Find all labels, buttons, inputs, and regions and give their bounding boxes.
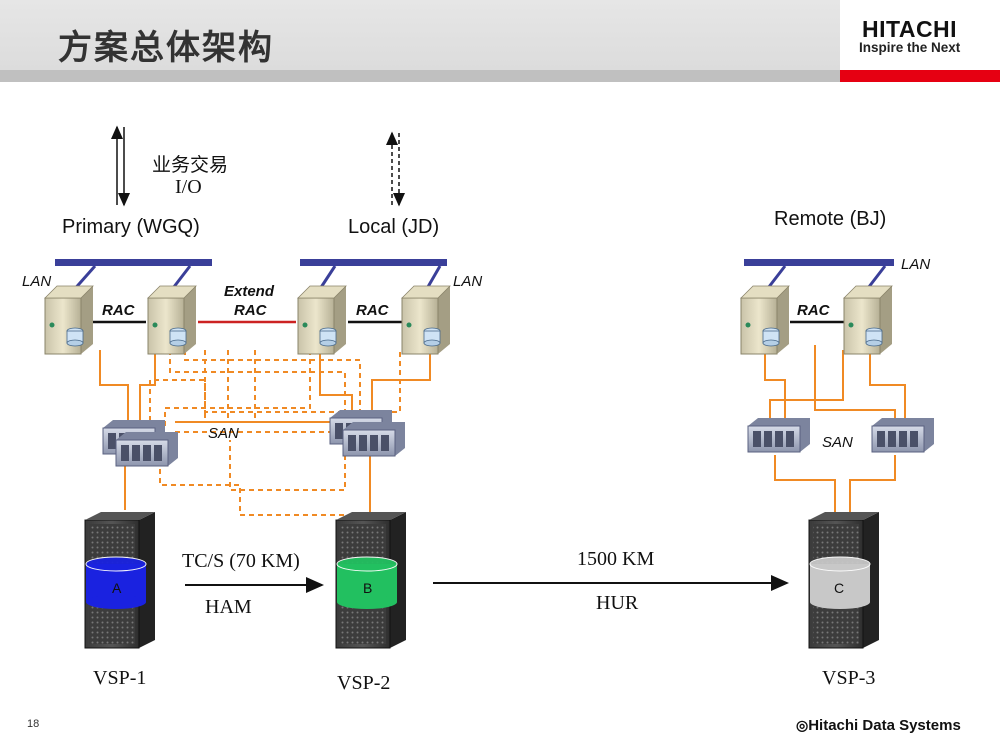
vsp2-label: VSP-2: [337, 672, 391, 694]
site-primary-label: Primary (WGQ): [62, 216, 200, 238]
logo-tagline: Inspire the Next: [859, 40, 961, 55]
server-primary-1: [44, 285, 94, 355]
extend-rac-label-1: Extend: [224, 283, 275, 300]
server-remote-2: [843, 285, 893, 355]
lan-bus-remote: [744, 259, 894, 266]
page-number: 18: [27, 718, 40, 730]
site-local-label: Local (JD): [348, 216, 440, 238]
hitachi-logo: HITACHI: [862, 16, 958, 42]
extend-rac-label-2: RAC: [234, 302, 267, 319]
volume-c-label: C: [834, 580, 845, 596]
distance-remote-label: 1500 KM: [577, 548, 655, 570]
header-red-stripe: [840, 70, 1000, 82]
server-local-1: [297, 285, 347, 355]
footer-brand-text: Hitachi Data Systems: [808, 717, 961, 734]
server-remote-1: [740, 285, 790, 355]
san-label-remote: SAN: [822, 434, 853, 451]
san-label-primary: SAN: [208, 425, 239, 442]
header-bar: [0, 0, 1000, 70]
san-cabling: [99, 345, 906, 516]
storage-vsp3: [808, 512, 879, 649]
ham-label: HAM: [205, 596, 252, 618]
hur-label: HUR: [596, 592, 639, 614]
storage-vsp2: [335, 512, 406, 649]
site-remote-label: Remote (BJ): [774, 208, 887, 230]
san-switch-primary: [102, 420, 178, 467]
page-title: 方案总体架构: [58, 28, 274, 68]
storage-vsp1: [84, 512, 155, 649]
lan-bus-primary: [55, 259, 212, 266]
san-switch-remote-1: [747, 418, 810, 453]
tcs-label: TC/S (70 KM): [182, 550, 300, 572]
vsp3-label: VSP-3: [822, 667, 876, 689]
volume-a-label: A: [112, 580, 122, 596]
header-stripe: [0, 70, 845, 82]
storage-group: [84, 512, 879, 649]
rac-label-local: RAC: [356, 302, 389, 319]
server-primary-2: [147, 285, 197, 355]
lan-label-remote: LAN: [901, 256, 931, 273]
san-switch-group: [102, 410, 934, 467]
san-switch-remote-2: [871, 418, 934, 453]
rac-label-primary: RAC: [102, 302, 135, 319]
lan-bus-local: [300, 259, 447, 266]
server-group: [44, 285, 893, 355]
business-io-label-1: 业务交易: [152, 154, 229, 176]
server-local-2: [401, 285, 451, 355]
business-io-arrows: [111, 125, 405, 207]
vsp1-label: VSP-1: [93, 667, 147, 689]
rac-label-remote: RAC: [797, 302, 830, 319]
footer-brand: ◎Hitachi Data Systems: [796, 717, 961, 734]
volume-b-label: B: [363, 580, 373, 596]
business-io-label-2: I/O: [175, 176, 202, 198]
lan-label-local: LAN: [453, 273, 483, 290]
hds-logo-icon: ◎: [796, 717, 809, 733]
logo-box: [840, 0, 1000, 70]
lan-label-primary: LAN: [22, 273, 52, 290]
san-switch-local: [329, 410, 405, 457]
